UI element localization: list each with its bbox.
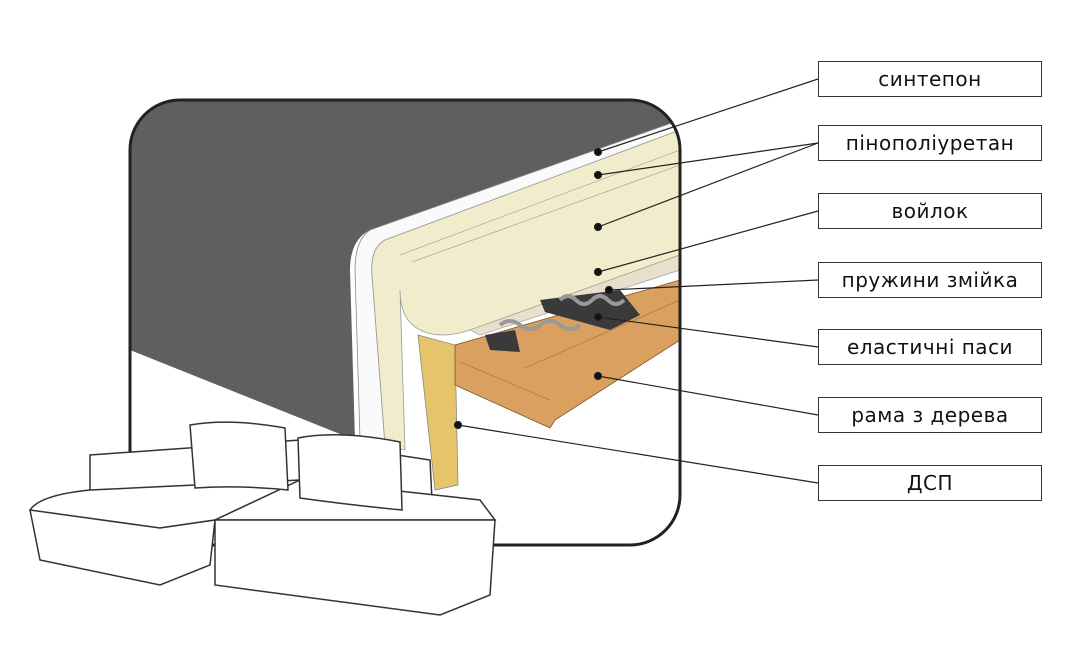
label-chipboard: ДСП (818, 465, 1042, 501)
label-zigzag-springs: пружини змійка (818, 262, 1042, 298)
label-polyurethane-foam: пінополіуретан (818, 125, 1042, 161)
chipboard-panel (417, 334, 459, 491)
corner-sofa-drawing (29, 421, 497, 616)
zigzag-springs (498, 294, 626, 331)
foam-layer (371, 129, 680, 451)
felt-layer (469, 254, 680, 336)
label-elastic-belts: еластичні паси (818, 329, 1042, 365)
elastic-belt (540, 290, 640, 330)
fabric-upholstery (130, 100, 680, 440)
label-felt: войлок (818, 193, 1042, 229)
label-sintepon: синтепон (818, 61, 1042, 97)
leader-lines (453, 78, 819, 484)
label-wood-frame: рама з дерева (818, 397, 1042, 433)
